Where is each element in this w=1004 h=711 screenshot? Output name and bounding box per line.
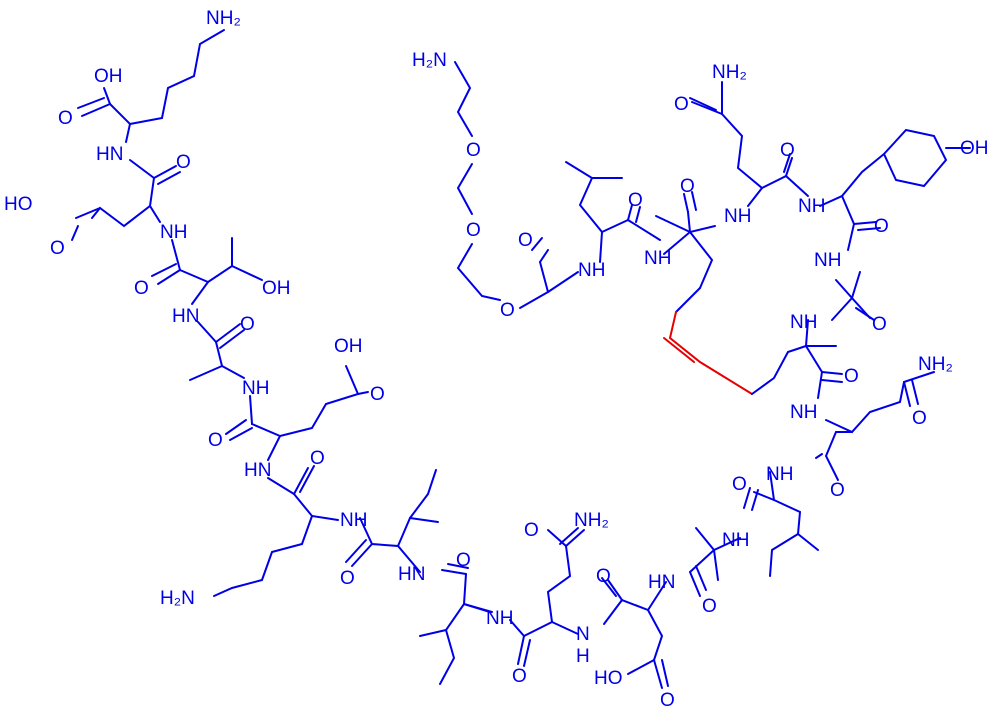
label-lys2-oh: OH [94,66,123,87]
label-gln-amide-o: O [674,94,689,115]
label-glu-oh: OH [334,336,363,357]
label-glu-side-o: O [370,384,385,405]
label-gln2-o: O [830,480,845,501]
label-r8-nh: NH [790,312,817,333]
label-lys2-nh: HN [96,144,123,165]
label-asp-nh: HN [648,572,675,593]
label-peg-amine: H₂N [412,50,447,71]
label-ala3-nh: NH [242,378,269,399]
label-thr-o: O [134,278,149,299]
label-peg-o1: O [466,140,481,161]
label-ala2-nh: NH [722,530,749,551]
label-gln-o: O [780,140,795,161]
label-s5-o: O [680,176,695,197]
label-lys-nh: NH [340,510,367,531]
label-ala3-o: O [240,314,255,335]
label-peg-o2: O [466,220,481,241]
label-tyr-o: O [874,216,889,237]
label-gln2-amide-o: O [912,408,927,429]
label-asp-side-o: O [660,690,675,711]
label-asp-oh: HO [594,668,623,689]
label-lys-nh2: H₂N [160,588,195,609]
label-tyr-nh: NH [798,196,825,217]
label-ala2-o: O [702,596,717,617]
label-gln2-nh2: NH₂ [918,354,953,375]
label-leu2-nh: NH [766,464,793,485]
label-r8-o: O [844,366,859,387]
label-glu2-nh: NH [160,222,187,243]
label-lys2-nh2: NH₂ [206,8,241,29]
label-gln-nh2: NH₂ [712,62,747,83]
label-leu-nh: NH [578,260,605,281]
label-lys2-o: O [58,108,73,129]
label-gln3-n: N [576,624,590,645]
label-thr-oh: OH [262,278,291,299]
label-ile2-nh: HN [398,564,425,585]
label-thr-nh: HN [172,306,199,327]
bond-network [71,29,971,689]
label-ala-nh: NH [814,250,841,271]
label-peg-o3: O [500,300,515,321]
label-glu2-ho: HO [4,194,33,215]
label-glu-o: O [208,430,223,451]
label-glu2-side-o: O [50,238,65,259]
label-ile-nh: NH [486,608,513,629]
label-peg-carbonyl-o: O [518,230,533,251]
label-gln3-o: O [512,666,527,687]
label-glu2-o: O [176,152,191,173]
label-glu-nh: HN [244,460,271,481]
label-gln3-amide-o: O [524,520,539,541]
label-leu2-o: O [732,474,747,495]
label-gln3-nh2: NH₂ [574,510,609,531]
label-ile2-o: O [340,568,355,589]
label-s5-nh: NH [644,248,671,269]
label-asp-o: O [596,566,611,587]
label-ile-o: O [456,550,471,571]
atom-labels: H₂N O O O O NH O NH O NH₂ O O NH OH NH O… [4,8,989,711]
label-leu-o: O [628,190,643,211]
label-ala-o: O [872,314,887,335]
label-tyr-oh: OH [960,138,989,159]
label-gln2-nh: NH [790,402,817,423]
label-gln-nh: NH [724,206,751,227]
label-gln3-h: H [576,646,590,667]
label-lys-o: O [310,448,325,469]
